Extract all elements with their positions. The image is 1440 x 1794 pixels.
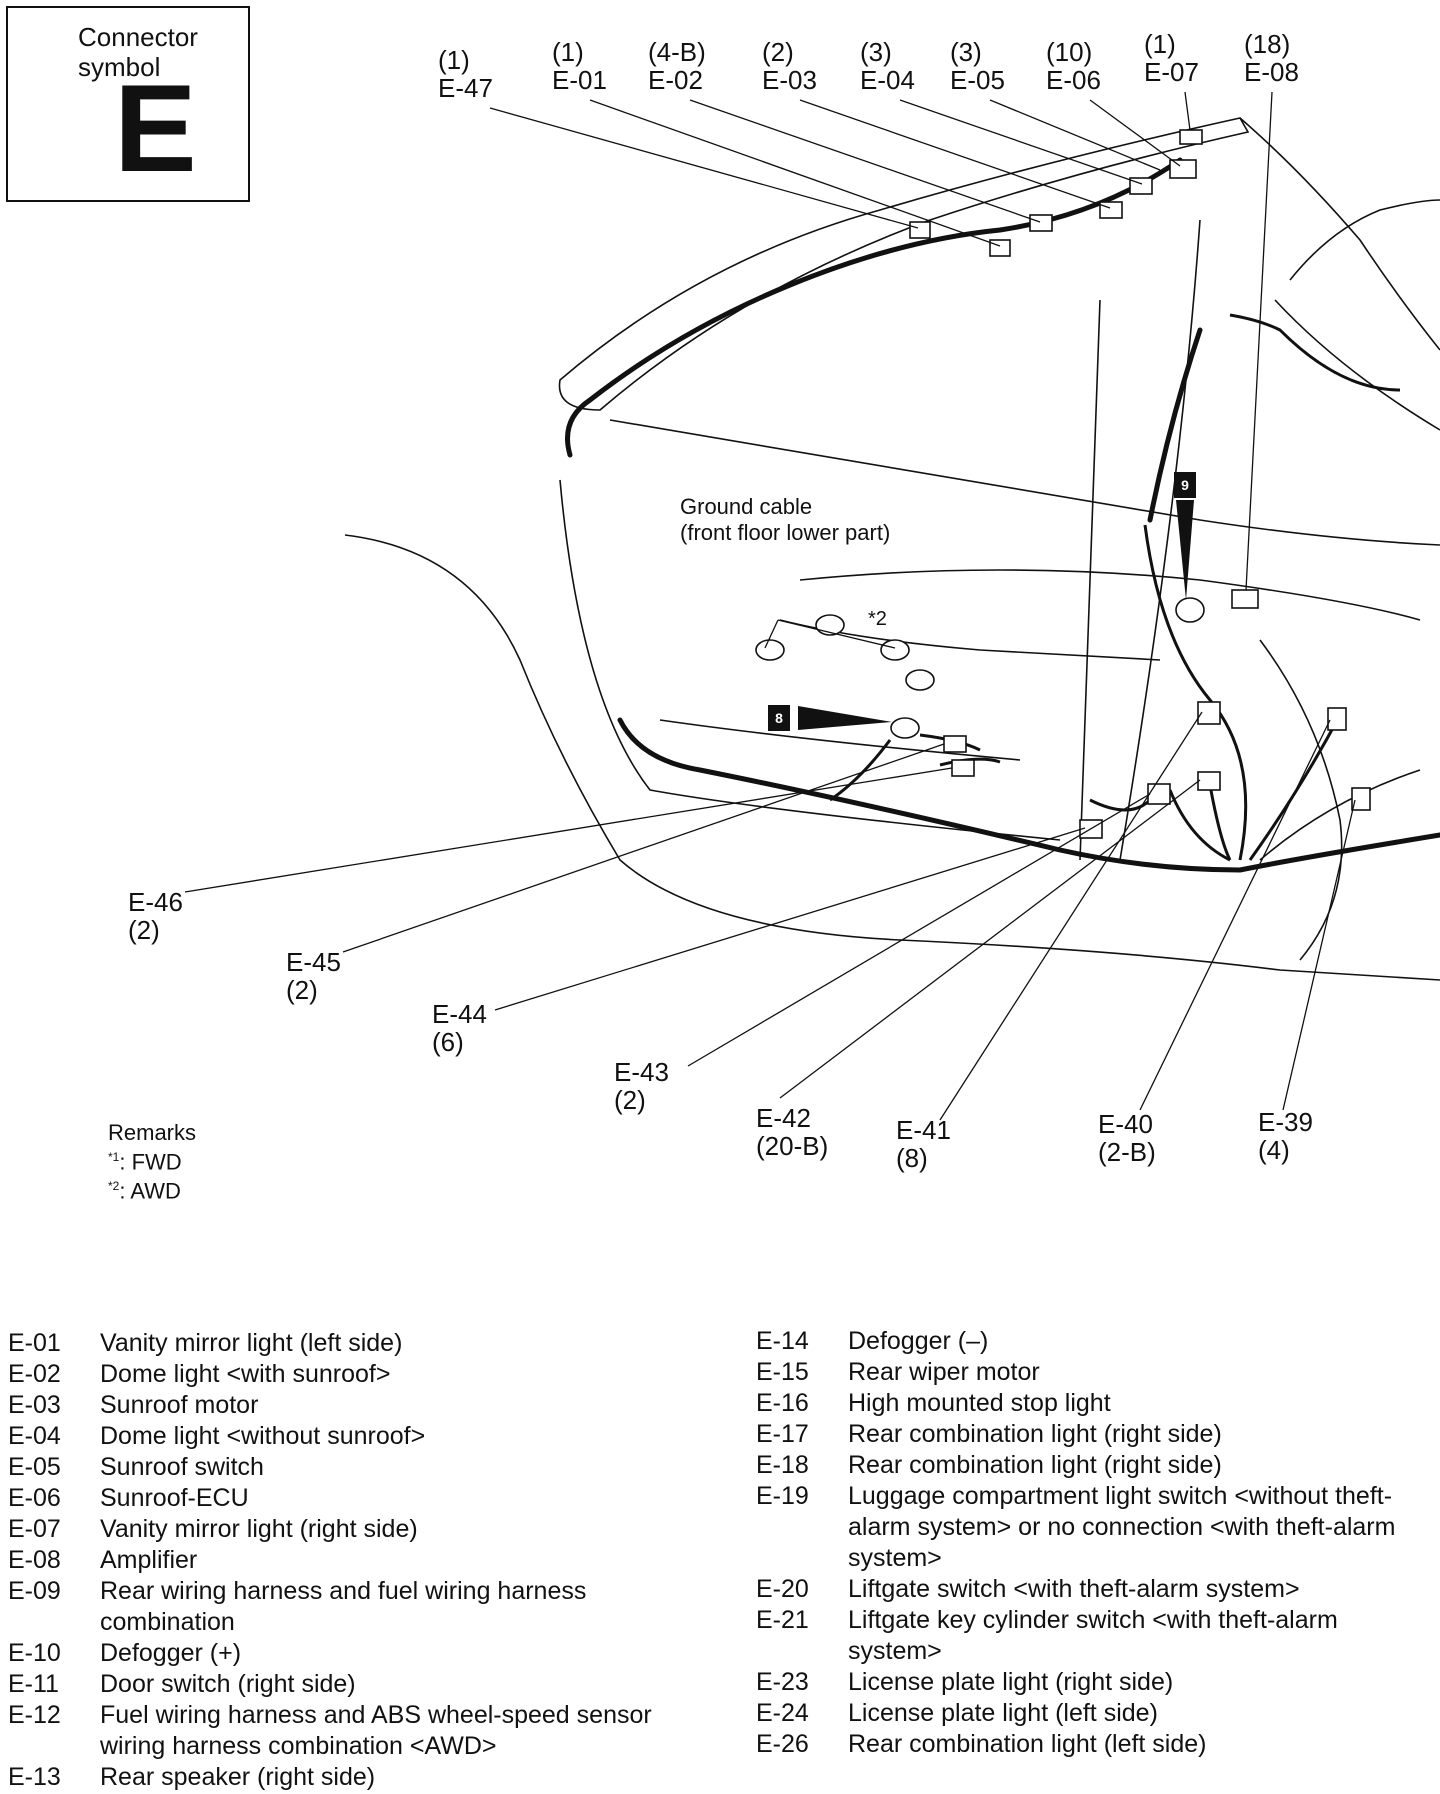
connector-E-46 [951,759,975,777]
ground-terminal [905,669,935,691]
label-E-39: E-39(4) [1258,1107,1313,1165]
label-E-02: (4-B)E-02 [648,37,706,95]
connector-symbol-title: Connector symbol [78,22,198,82]
connector-E-08 [1231,589,1259,609]
connector-E-07 [1179,129,1203,145]
callout-badge-9: 9 [1174,472,1196,498]
label-E-01: (1)E-01 [552,37,607,95]
connector-E-02 [1029,214,1053,232]
connector-E-03 [1099,201,1123,219]
label-E-08: (18)E-08 [1244,29,1299,87]
pillar-harness [1147,327,1203,523]
label-E-42: E-42(20-B) [756,1103,829,1161]
ground-cable-label: Ground cable (front floor lower part) [680,494,891,545]
label-E-05: (3)E-05 [950,37,1005,95]
wiring-harness-diagram [184,91,1440,1121]
ground-terminal [1175,597,1205,623]
ground-terminal [815,614,845,636]
label-E-03: (2)E-03 [762,37,817,95]
connector-symbol-letter: E [114,60,197,198]
connector-E-06 [1169,159,1197,179]
label-E-41: E-41(8) [896,1115,951,1173]
connector-E-43 [1197,771,1221,791]
label-E-44: E-44(6) [432,999,487,1057]
label-E-04: (3)E-04 [860,37,915,95]
label-E-40: E-40(2-B) [1098,1109,1156,1167]
remark-awd: *2: AWD [108,1178,181,1204]
label-E-43: E-43(2) [614,1057,669,1115]
connector-E-45 [943,735,967,753]
label-E-46: E-46(2) [128,887,183,945]
label-E-45: E-45(2) [286,947,341,1005]
ground-terminal [755,639,785,661]
ground-terminal [890,717,920,739]
badge-9-pointer [1176,500,1194,600]
connector-E-42 [1147,783,1171,805]
connector-E-40 [1327,707,1347,731]
callout-badge-8: 8 [768,705,790,731]
connector-E-39 [1351,787,1371,811]
badge-8-pointer [798,706,892,730]
ground-terminal [880,639,910,661]
rear-window-outline [1289,199,1440,281]
roof-harness [565,157,1183,458]
connector-E-47 [909,221,931,239]
wheel-arch [344,534,1440,981]
connector-E-01 [989,239,1011,257]
connector-E-41 [1197,701,1221,725]
label-E-06: (10)E-06 [1046,37,1101,95]
pillar-outline [1239,117,1440,351]
label-E-47: (1)E-47 [438,45,493,103]
remark-fwd: *1: FWD [108,1149,182,1175]
remarks: Remarks *1: FWD *2: AWD [108,1120,197,1204]
floor-harness [617,717,1440,873]
connector-symbol-box: Connector symbol E [6,6,250,202]
roof-outline [558,117,1250,411]
awd-note-marker: *2 [868,608,887,630]
body-side-line [559,479,1061,841]
label-E-07: (1)E-07 [1144,29,1199,87]
